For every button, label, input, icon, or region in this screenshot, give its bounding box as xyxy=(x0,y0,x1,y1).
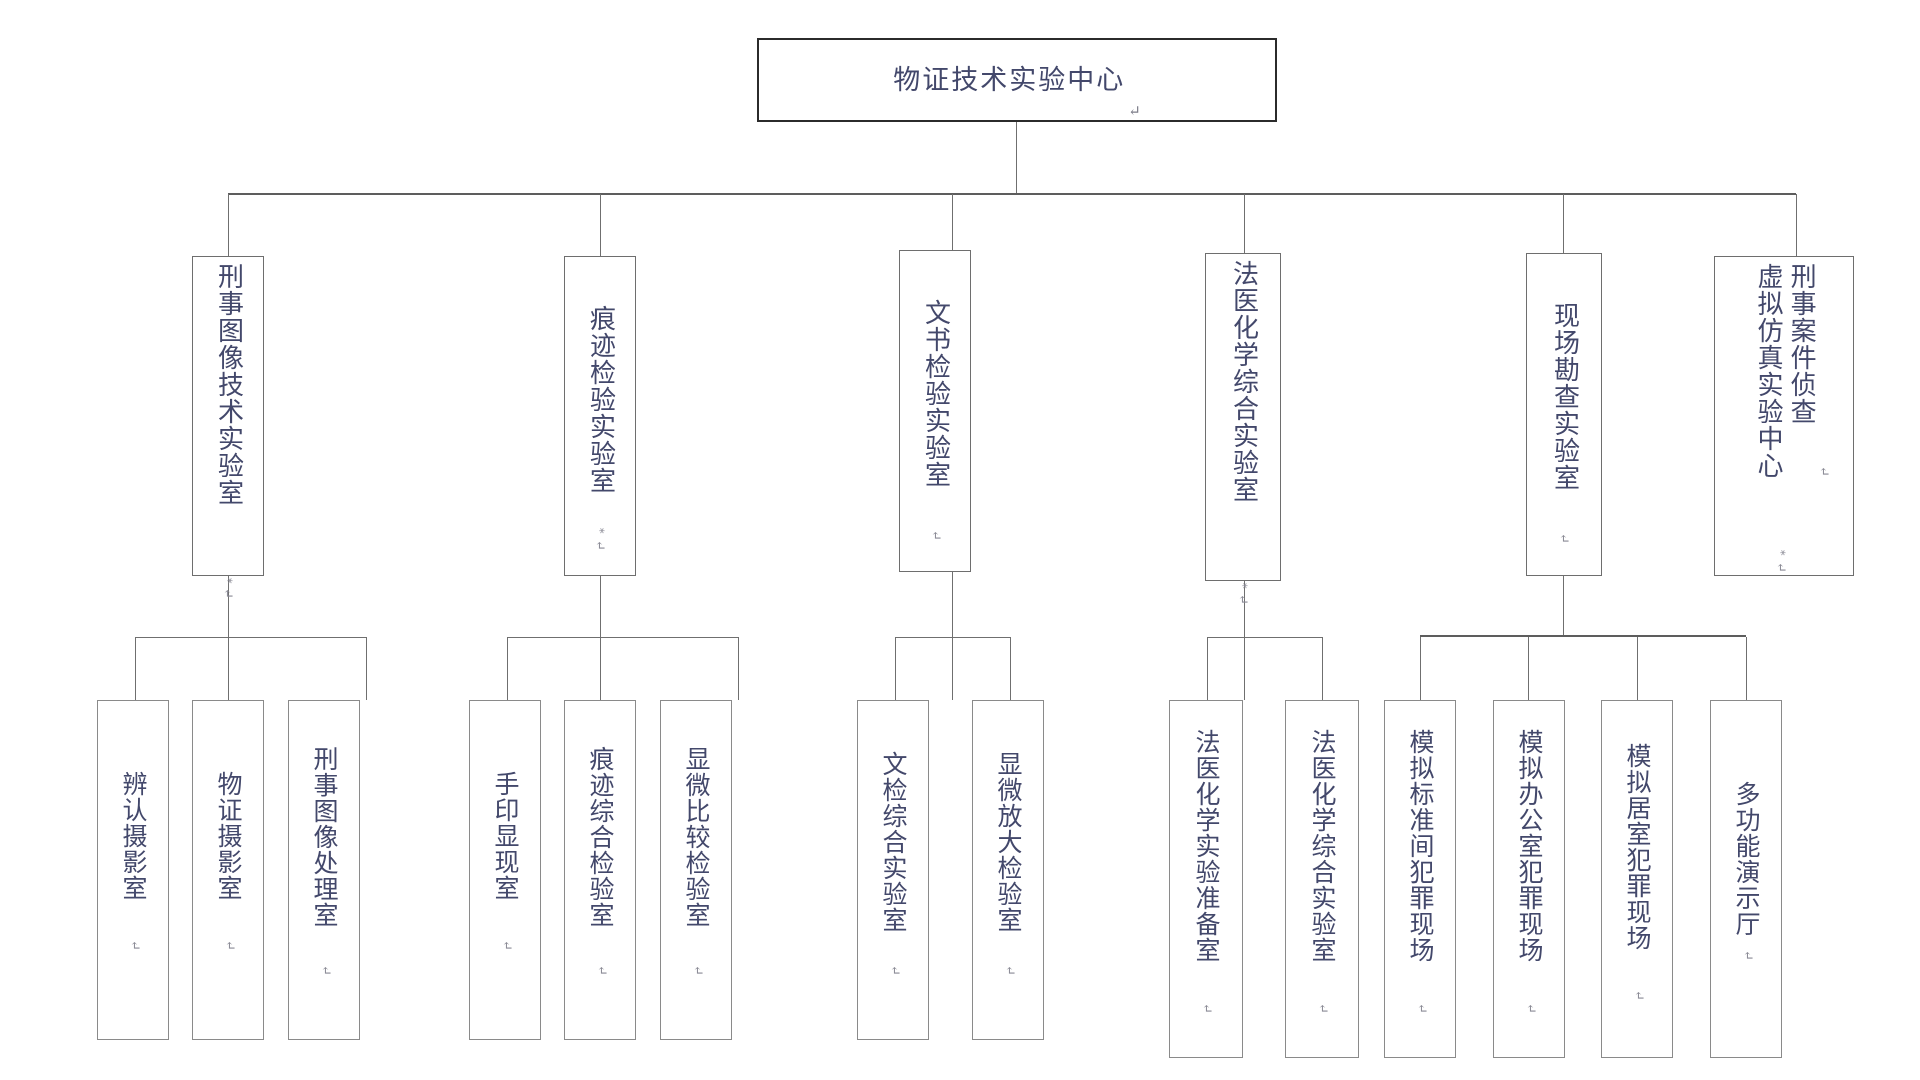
level2-node-4-label: 现场勘查实验室 xyxy=(1549,302,1580,491)
level3-node-1-0-paragraph-mark: ↵ xyxy=(499,940,514,951)
level3-node-4-0-paragraph-mark: ↵ xyxy=(1414,1003,1429,1014)
level3-node-4-0[interactable]: 模拟标准间犯罪现场 xyxy=(1384,700,1456,1058)
connector-bus-group0 xyxy=(135,637,366,638)
level3-node-2-0-label: 文检综合实验室 xyxy=(879,751,908,933)
level2-node-2-paragraph-mark: ↵ xyxy=(928,530,943,541)
level3-node-0-2[interactable]: 刑事图像处理室 xyxy=(288,700,360,1040)
level2-node-1-paragraph-mark: ↵ xyxy=(592,540,607,551)
level2-node-2[interactable]: 文书检验实验室 xyxy=(899,250,971,572)
level3-node-2-1-paragraph-mark: ↵ xyxy=(1002,965,1017,976)
level2-node-3-paragraph-mark: ↵ xyxy=(1235,594,1250,605)
connector-root-stem xyxy=(1016,122,1017,194)
root-node-label: 物证技术实验中心 xyxy=(893,64,1126,96)
level3-node-4-1[interactable]: 模拟办公室犯罪现场 xyxy=(1493,700,1565,1058)
level3-node-0-0[interactable]: 辨认摄影室 xyxy=(97,700,169,1040)
connector-drop-l2-3 xyxy=(1244,194,1245,254)
connector-stem-group2 xyxy=(952,572,953,700)
level2-node-1-dot-mark: * xyxy=(593,528,606,534)
level3-node-1-1[interactable]: 痕迹综合检验室 xyxy=(564,700,636,1040)
level3-node-1-0[interactable]: 手印显现室 xyxy=(469,700,541,1040)
level3-node-1-2-paragraph-mark: ↵ xyxy=(690,965,705,976)
level3-node-4-3-paragraph-mark: ↵ xyxy=(1740,950,1755,961)
connector-bus-group2 xyxy=(895,637,1010,638)
level3-node-2-0-paragraph-mark: ↵ xyxy=(887,965,902,976)
level3-node-2-1-label: 显微放大检验室 xyxy=(994,751,1023,933)
connector-drop-l3-2-1 xyxy=(1010,637,1011,700)
level3-node-0-1[interactable]: 物证摄影室 xyxy=(192,700,264,1040)
root-node[interactable]: 物证技术实验中心↵ xyxy=(757,38,1277,122)
level3-node-1-2-label: 显微比较检验室 xyxy=(682,746,711,928)
level3-node-4-0-label: 模拟标准间犯罪现场 xyxy=(1406,729,1435,963)
connector-drop-l2-1 xyxy=(600,194,601,257)
level2-node-5-label: 刑事案件侦查 xyxy=(1786,263,1817,425)
connector-drop-l3-4-3 xyxy=(1746,637,1747,700)
connector-drop-l3-2-0 xyxy=(895,637,896,700)
level2-node-5-paragraph-mark-secondary: ↵ xyxy=(1773,562,1788,573)
level2-node-3-label: 法医化学综合实验室 xyxy=(1228,260,1259,503)
root-paragraph-mark: ↵ xyxy=(1128,102,1141,120)
level3-node-1-1-paragraph-mark: ↵ xyxy=(594,965,609,976)
level3-node-0-2-paragraph-mark: ↵ xyxy=(318,965,333,976)
connector-drop-l3-0-2 xyxy=(366,637,367,700)
level3-node-3-1-paragraph-mark: ↵ xyxy=(1315,1003,1330,1014)
level3-node-3-0-paragraph-mark: ↵ xyxy=(1199,1003,1214,1014)
connector-stem-group0 xyxy=(228,576,229,700)
connector-drop-l2-4 xyxy=(1563,194,1564,254)
level2-node-0-label: 刑事图像技术实验室 xyxy=(213,263,244,506)
level3-node-4-1-paragraph-mark: ↵ xyxy=(1523,1003,1538,1014)
connector-drop-l3-0-0 xyxy=(135,637,136,700)
connector-drop-l3-1-0 xyxy=(507,637,508,700)
connector-drop-l3-3-1 xyxy=(1322,637,1323,700)
level3-node-0-0-paragraph-mark: ↵ xyxy=(127,940,142,951)
level3-node-1-2[interactable]: 显微比较检验室 xyxy=(660,700,732,1040)
level3-node-4-2[interactable]: 模拟居室犯罪现场 xyxy=(1601,700,1673,1058)
level3-node-0-2-label: 刑事图像处理室 xyxy=(310,746,339,928)
level2-node-2-label: 文书检验实验室 xyxy=(920,299,951,488)
level3-node-3-0[interactable]: 法医化学实验准备室 xyxy=(1169,700,1243,1058)
level3-node-0-1-paragraph-mark: ↵ xyxy=(222,940,237,951)
level3-node-2-1[interactable]: 显微放大检验室 xyxy=(972,700,1044,1040)
connector-bus-group3 xyxy=(1207,637,1322,638)
level2-node-5-dot-mark: * xyxy=(1774,550,1787,556)
level2-node-1[interactable]: 痕迹检验实验室 xyxy=(564,256,636,576)
level3-node-1-0-label: 手印显现室 xyxy=(491,771,520,901)
level3-node-1-1-label: 痕迹综合检验室 xyxy=(586,746,615,928)
level3-node-3-1[interactable]: 法医化学综合实验室 xyxy=(1285,700,1359,1058)
connector-drop-l3-4-1 xyxy=(1528,637,1529,700)
connector-drop-l2-2 xyxy=(952,194,953,251)
level3-node-4-1-label: 模拟办公室犯罪现场 xyxy=(1515,729,1544,963)
level3-node-0-0-label: 辨认摄影室 xyxy=(119,771,148,901)
connector-stem-group3 xyxy=(1244,581,1245,700)
level3-node-4-2-label: 模拟居室犯罪现场 xyxy=(1623,743,1652,951)
level3-node-4-2-paragraph-mark: ↵ xyxy=(1631,990,1646,1001)
connector-stem-group1 xyxy=(600,576,601,700)
level3-node-3-1-label: 法医化学综合实验室 xyxy=(1308,729,1337,963)
level2-node-0-dot-mark: * xyxy=(221,578,234,584)
level3-node-2-0[interactable]: 文检综合实验室 xyxy=(857,700,929,1040)
level2-node-1-label: 痕迹检验实验室 xyxy=(585,305,616,494)
level2-node-3[interactable]: 法医化学综合实验室 xyxy=(1205,253,1281,581)
level3-node-4-3[interactable]: 多功能演示厅 xyxy=(1710,700,1782,1058)
connector-drop-l2-5 xyxy=(1796,194,1797,257)
connector-bus-group1 xyxy=(507,637,738,638)
level2-node-5-paragraph-mark: ↵ xyxy=(1816,466,1831,477)
level2-node-5-label-secondary: 虚拟仿真实验中心 xyxy=(1753,263,1783,479)
level2-node-0[interactable]: 刑事图像技术实验室 xyxy=(192,256,264,576)
level3-node-3-0-label: 法医化学实验准备室 xyxy=(1192,729,1221,963)
connector-drop-l3-4-2 xyxy=(1637,637,1638,700)
connector-stem-group4 xyxy=(1563,576,1564,636)
level2-node-0-paragraph-mark: ↵ xyxy=(220,588,235,599)
level2-node-4[interactable]: 现场勘查实验室 xyxy=(1526,253,1602,576)
level2-node-3-dot-mark: * xyxy=(1236,583,1249,589)
connector-drop-l2-0 xyxy=(228,194,229,257)
connector-drop-l3-3-0 xyxy=(1207,637,1208,700)
level2-node-5[interactable]: 刑事案件侦查 虚拟仿真实验中心 xyxy=(1714,256,1854,576)
level3-node-4-3-label: 多功能演示厅 xyxy=(1732,781,1761,937)
connector-bus-group4 xyxy=(1420,635,1746,637)
level3-node-0-1-label: 物证摄影室 xyxy=(214,771,243,901)
connector-drop-l3-1-2 xyxy=(738,637,739,700)
connector-level2-bus xyxy=(228,193,1796,195)
level2-node-4-paragraph-mark: ↵ xyxy=(1556,533,1571,544)
connector-drop-l3-4-0 xyxy=(1420,637,1421,700)
